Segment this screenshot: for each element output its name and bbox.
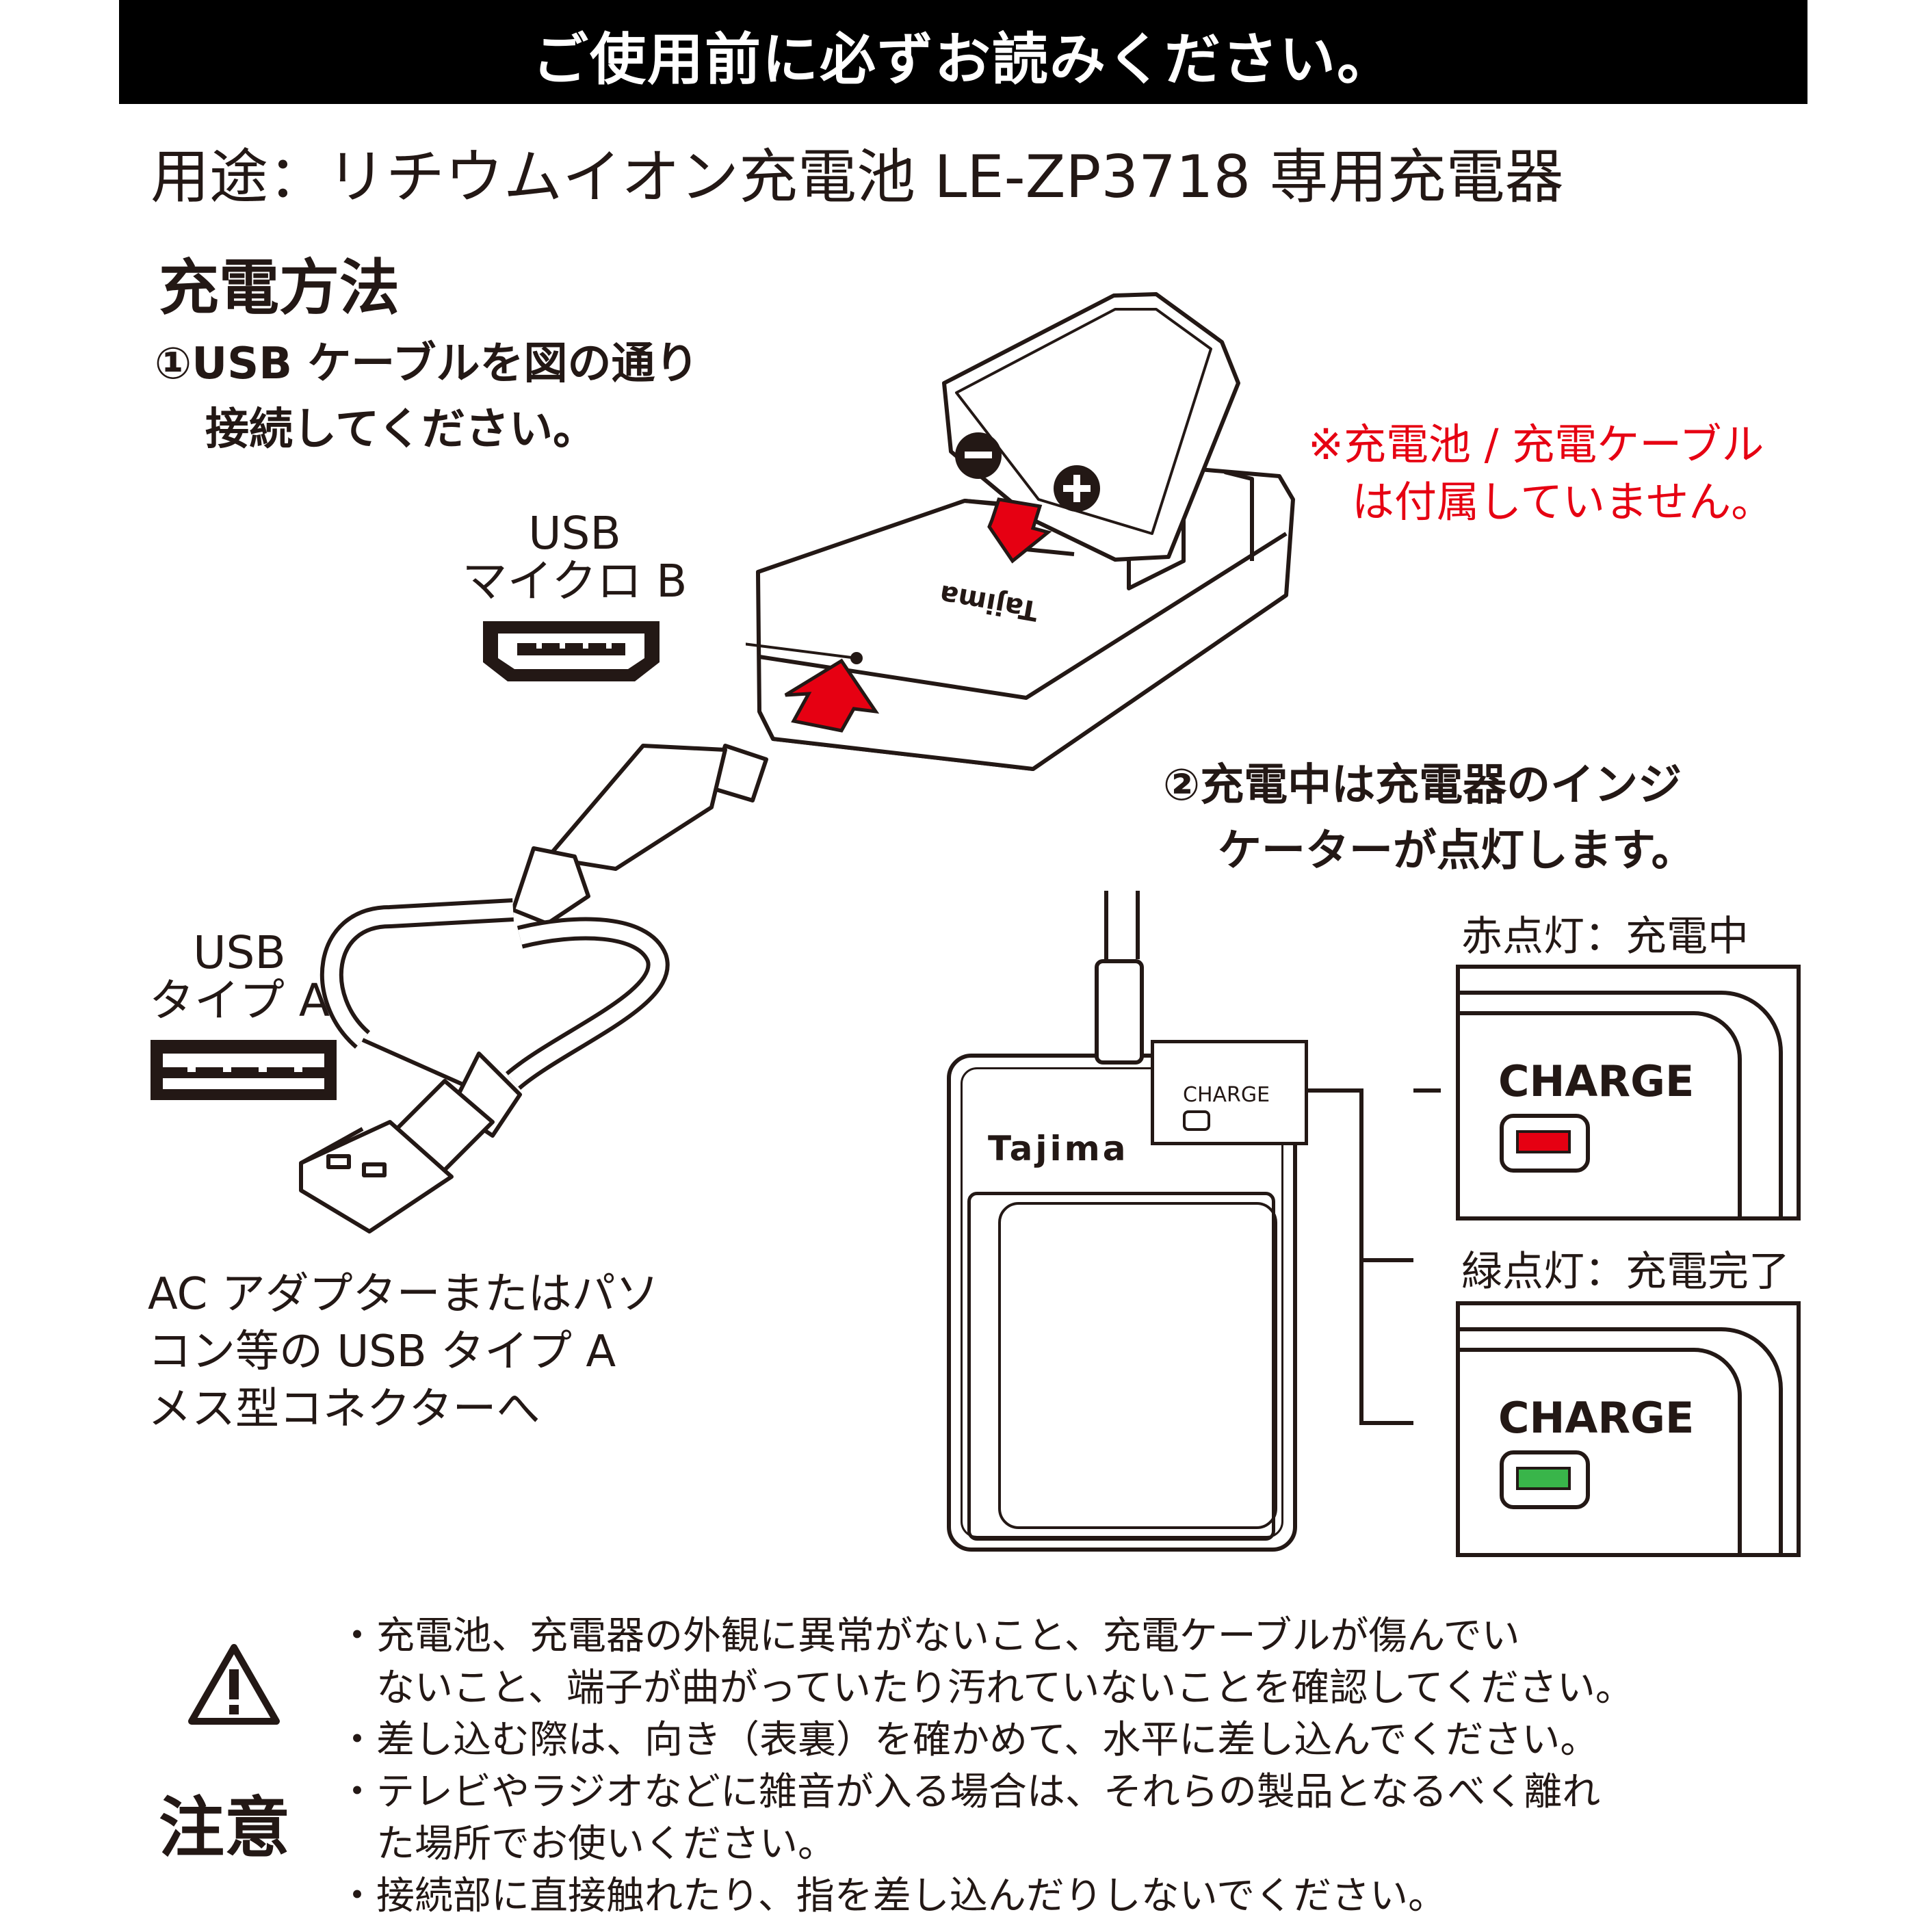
section-title: 充電方法 [159, 252, 400, 323]
usb-micro-label: USB マイクロ B [438, 510, 712, 605]
step2-line2: ケーターが点灯します。 [1218, 826, 1695, 876]
red-charge-label: CHARGE [1498, 1056, 1695, 1106]
callout-connector-lines [1305, 1088, 1441, 1425]
red-led-icon [1516, 1130, 1571, 1153]
usb-typea-line2: タイプ A [148, 974, 330, 1027]
battery-note-line1: ※充電池 / 充電ケーブル [1308, 419, 1764, 469]
charger-brand: Tajima [988, 1129, 1129, 1169]
step2-instructions: ②充電中は充電器のインジ ケーターが点灯します。 [1163, 753, 1695, 884]
indicator-callout-box: CHARGE [1151, 1040, 1308, 1145]
step1-line1: ①USB ケーブルを図の通り [155, 339, 699, 389]
connection-note: AC アダプターまたはパソ コン等の USB タイプ A メス型コネクターへ [148, 1266, 660, 1438]
connection-note-line3: メス型コネクターへ [148, 1384, 540, 1435]
battery-note: ※充電池 / 充電ケーブル は付属していません。 [1308, 416, 1773, 531]
green-indicator-panel: CHARGE [1456, 1301, 1801, 1557]
step1-instructions: ①USB ケーブルを図の通り 接続してください。 [155, 331, 699, 462]
caution-line-5: た場所でお使いください。 [338, 1822, 836, 1866]
caution-line-1: ・充電池、充電器の外観に異常がないこと、充電ケーブルが傷んでい [338, 1614, 1520, 1658]
usb-micro-line2: マイクロ B [462, 555, 688, 608]
charger-cable [1092, 891, 1144, 1065]
red-status-label: 赤点灯：充電中 [1461, 913, 1749, 961]
step2-line1: ②充電中は充電器のインジ [1163, 760, 1682, 811]
caution-line-4: ・テレビやラジオなどに雑音が入る場合は、それらの製品となるべく離れ [338, 1770, 1601, 1814]
usb-typea-line1: USB [193, 926, 286, 979]
caution-line-6: ・接続部に直接触れたり、指を差し込んだりしないでください。 [338, 1874, 1447, 1918]
warning-triangle-icon [188, 1644, 280, 1725]
usage-text: 用途：リチウムイオン充電池 LE-ZP3718 専用充電器 [151, 143, 1564, 211]
caution-title: 注意 [159, 1790, 290, 1866]
usb-micro-b-icon [483, 621, 660, 681]
red-indicator-panel: CHARGE [1456, 965, 1801, 1220]
battery-note-line2: は付属していません。 [1352, 477, 1774, 527]
connection-note-line1: AC アダプターまたはパソ [148, 1269, 660, 1320]
usb-cable-illustration [299, 744, 768, 1233]
charger-indicator-label: CHARGE [1183, 1083, 1270, 1107]
green-status-label: 緑点灯：充電完了 [1461, 1248, 1790, 1296]
caution-line-3: ・差し込む際は、向き（表裏）を確かめて、水平に差し込んでください。 [338, 1718, 1599, 1762]
caution-line-2: ないこと、端子が曲がっていたり汚れていないことを確認してください。 [338, 1666, 1634, 1710]
green-charge-label: CHARGE [1498, 1393, 1695, 1443]
usb-typea-label: USB タイプ A [116, 929, 363, 1025]
green-led-icon [1516, 1467, 1571, 1490]
usb-type-a-icon [151, 1040, 337, 1100]
header-banner: ご使用前に必ずお読みください。 [119, 0, 1807, 104]
banner-title: ご使用前に必ずお読みください。 [532, 27, 1394, 92]
connection-note-line2: コン等の USB タイプ A [148, 1327, 616, 1377]
caution-list: ・充電池、充電器の外観に異常がないこと、充電ケーブルが傷んでい ないこと、端子が… [338, 1610, 1634, 1922]
usb-micro-line1: USB [528, 507, 621, 560]
step1-line2: 接続してください。 [205, 404, 597, 455]
charger-battery-illustration: Tajima [746, 292, 1295, 771]
